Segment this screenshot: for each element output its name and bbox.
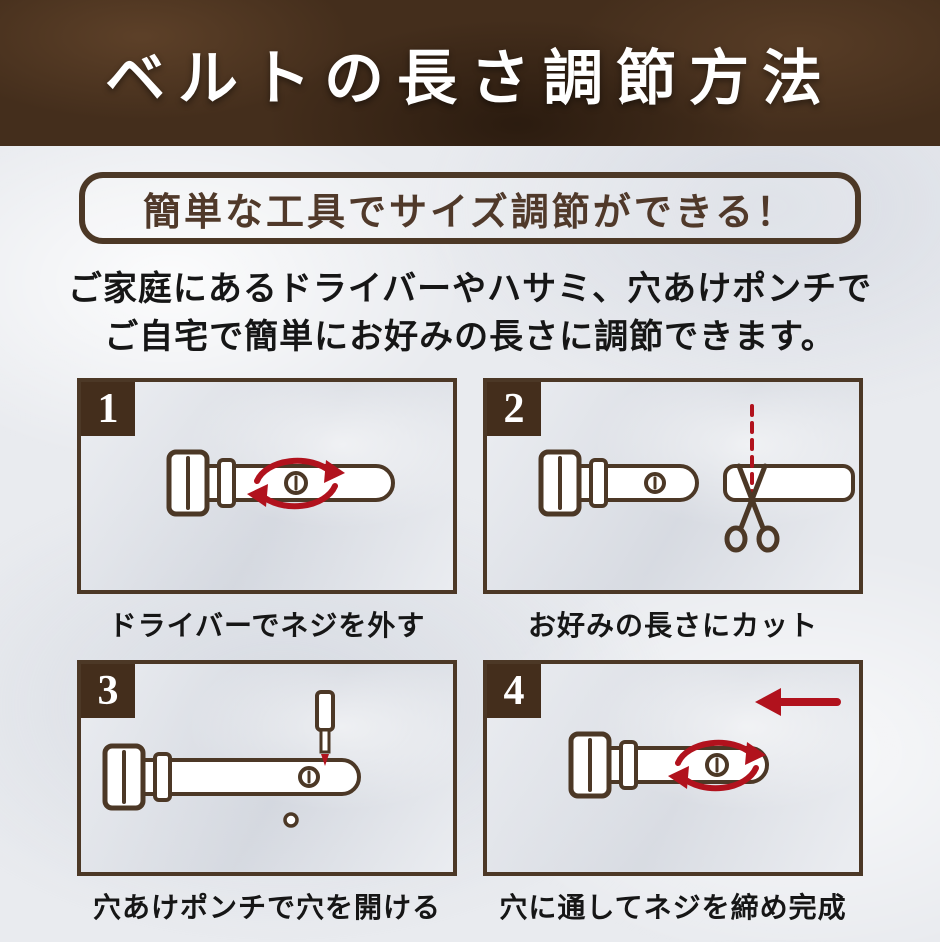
step-2-caption: お好みの長さにカット	[527, 610, 818, 642]
left-arrow-icon	[755, 688, 841, 717]
step-2-number: 2	[503, 386, 525, 433]
belt-cut-illustration	[538, 404, 855, 553]
step-4-number: 4	[503, 668, 525, 715]
belt-tighten-illustration	[568, 688, 841, 799]
header-banner: ベルトの長さ調節方法	[0, 0, 940, 146]
belt-punch-illustration	[102, 690, 361, 828]
step-2-panel: 2	[483, 378, 863, 595]
intro-line-2: ご自宅で簡単にお好みの長さに調節できます。	[104, 317, 836, 356]
punched-hole-dot	[283, 812, 299, 828]
scissors-icon	[724, 463, 780, 553]
step-1-number-badge: 1	[81, 382, 135, 437]
page-title: ベルトの長さ調節方法	[105, 44, 835, 112]
step-4: 4	[483, 660, 863, 942]
belt-buckle-icon	[538, 449, 699, 517]
rotation-arrows-icon	[247, 457, 345, 510]
step-3-caption: 穴あけポンチで穴を開ける	[92, 892, 441, 924]
step-3-number: 3	[97, 668, 119, 715]
belt-buckle-icon	[102, 743, 361, 811]
step-1-number: 1	[97, 386, 119, 433]
step-1-panel: 1	[77, 378, 457, 595]
step-2: 2	[483, 378, 863, 660]
steps-grid: 1	[77, 378, 863, 942]
subtitle-banner: 簡単な工具でサイズ調節ができる！	[79, 172, 861, 244]
intro-line-1: ご家庭にあるドライバーやハサミ、穴あけポンチで	[67, 270, 873, 308]
belt-unscrew-illustration	[166, 449, 395, 517]
step-3-number-badge: 3	[81, 664, 135, 719]
step-4-panel: 4	[483, 660, 863, 877]
intro-text: ご家庭にあるドライバーやハサミ、穴あけポンチで ご自宅で簡単にお好みの長さに調節…	[0, 266, 940, 361]
step-2-number-badge: 2	[487, 382, 541, 437]
step-3-panel: 3	[77, 660, 457, 877]
step-3: 3	[77, 660, 457, 942]
hole-punch-icon	[315, 690, 335, 767]
subtitle-text: 簡単な工具でサイズ調節ができる！	[142, 191, 798, 234]
step-1-caption: ドライバーでネジを外す	[108, 610, 426, 642]
rotation-arrows-icon	[668, 739, 766, 792]
step-4-caption: 穴に通してネジを締め完成	[499, 892, 847, 924]
step-4-number-badge: 4	[487, 664, 541, 719]
belt-buckle-icon	[166, 449, 395, 517]
step-1: 1	[77, 378, 457, 660]
belt-buckle-icon	[568, 731, 769, 799]
